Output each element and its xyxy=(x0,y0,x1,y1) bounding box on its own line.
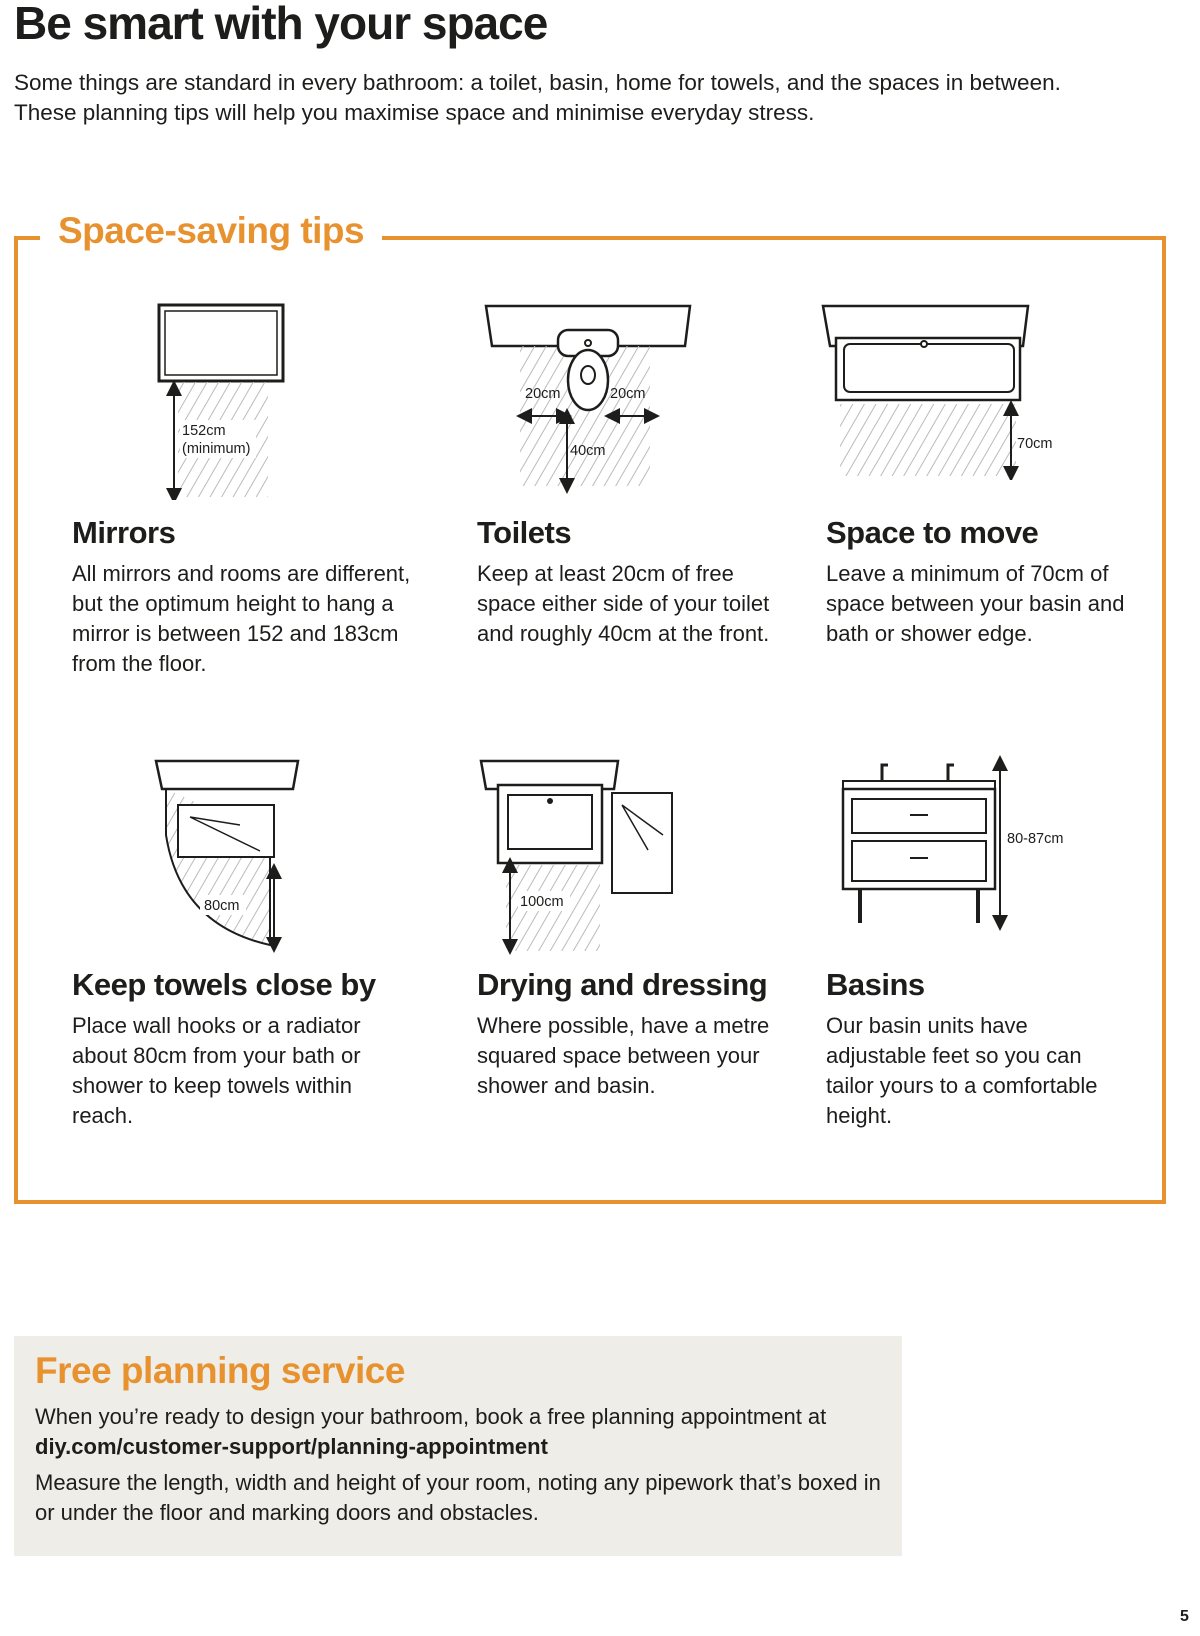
planning-measure-text: Measure the length, width and height of … xyxy=(35,1470,881,1525)
mirror-diagram: 152cm (minimum) xyxy=(157,303,285,500)
planning-title: Free planning service xyxy=(35,1350,405,1391)
tip-heading: Basins xyxy=(826,967,925,1002)
tips-frame xyxy=(14,236,1166,1204)
tip-text: Our basin units have adjustable feet so … xyxy=(826,1013,1098,1128)
mirror-label-minimum: (minimum) xyxy=(182,441,250,457)
towels-diagram: 80cm xyxy=(154,759,300,953)
mirror-label-height: 152cm xyxy=(182,423,226,439)
tip-text: Where possible, have a metre squared spa… xyxy=(477,1013,770,1098)
page-title: Be smart with your space xyxy=(14,0,548,49)
drying-diagram: 100cm xyxy=(479,759,673,955)
bath-label: 70cm xyxy=(1017,436,1052,452)
tip-heading: Space to move xyxy=(826,515,1039,550)
tip-toilets: Toilets Keep at least 20cm of free space… xyxy=(477,515,777,649)
tip-text: Leave a minimum of 70cm of space between… xyxy=(826,561,1125,646)
tip-heading: Drying and dressing xyxy=(477,967,768,1002)
tip-text: Place wall hooks or a radiator about 80c… xyxy=(72,1013,361,1128)
toilet-label-front: 40cm xyxy=(570,443,605,459)
planning-service-box: Free planning service When you’re ready … xyxy=(14,1336,902,1556)
basin-label: 80-87cm xyxy=(1007,831,1063,847)
tip-heading: Toilets xyxy=(477,515,572,550)
tip-basins: Basins Our basin units have adjustable f… xyxy=(826,967,1126,1131)
tip-mirrors: Mirrors All mirrors and rooms are differ… xyxy=(72,515,412,679)
towels-label: 80cm xyxy=(204,898,239,914)
toilet-diagram: 20cm 20cm 40cm xyxy=(484,304,692,494)
toilet-label-right: 20cm xyxy=(610,386,645,402)
tip-heading: Mirrors xyxy=(72,515,176,550)
basin-diagram: 80-87cm xyxy=(841,755,1063,931)
tip-heading: Keep towels close by xyxy=(72,967,376,1002)
bath-diagram: 70cm xyxy=(821,304,1052,480)
tip-text: Keep at least 20cm of free space either … xyxy=(477,561,770,646)
page-number: 5 xyxy=(1180,1608,1189,1625)
planning-line1: When you’re ready to design your bathroo… xyxy=(35,1404,827,1429)
planning-link[interactable]: diy.com/customer-support/planning-appoin… xyxy=(35,1434,548,1459)
tip-text: All mirrors and rooms are different, but… xyxy=(72,561,411,676)
drying-label: 100cm xyxy=(520,894,564,910)
tip-space-to-move: Space to move Leave a minimum of 70cm of… xyxy=(826,515,1126,649)
toilet-label-left: 20cm xyxy=(525,386,560,402)
intro-text: Some things are standard in every bathro… xyxy=(14,70,1061,125)
tip-towels: Keep towels close by Place wall hooks or… xyxy=(72,967,402,1131)
planning-text: When you’re ready to design your bathroo… xyxy=(35,1402,881,1462)
tip-drying: Drying and dressing Where possible, have… xyxy=(477,967,797,1101)
tips-section-title: Space-saving tips xyxy=(40,210,383,252)
